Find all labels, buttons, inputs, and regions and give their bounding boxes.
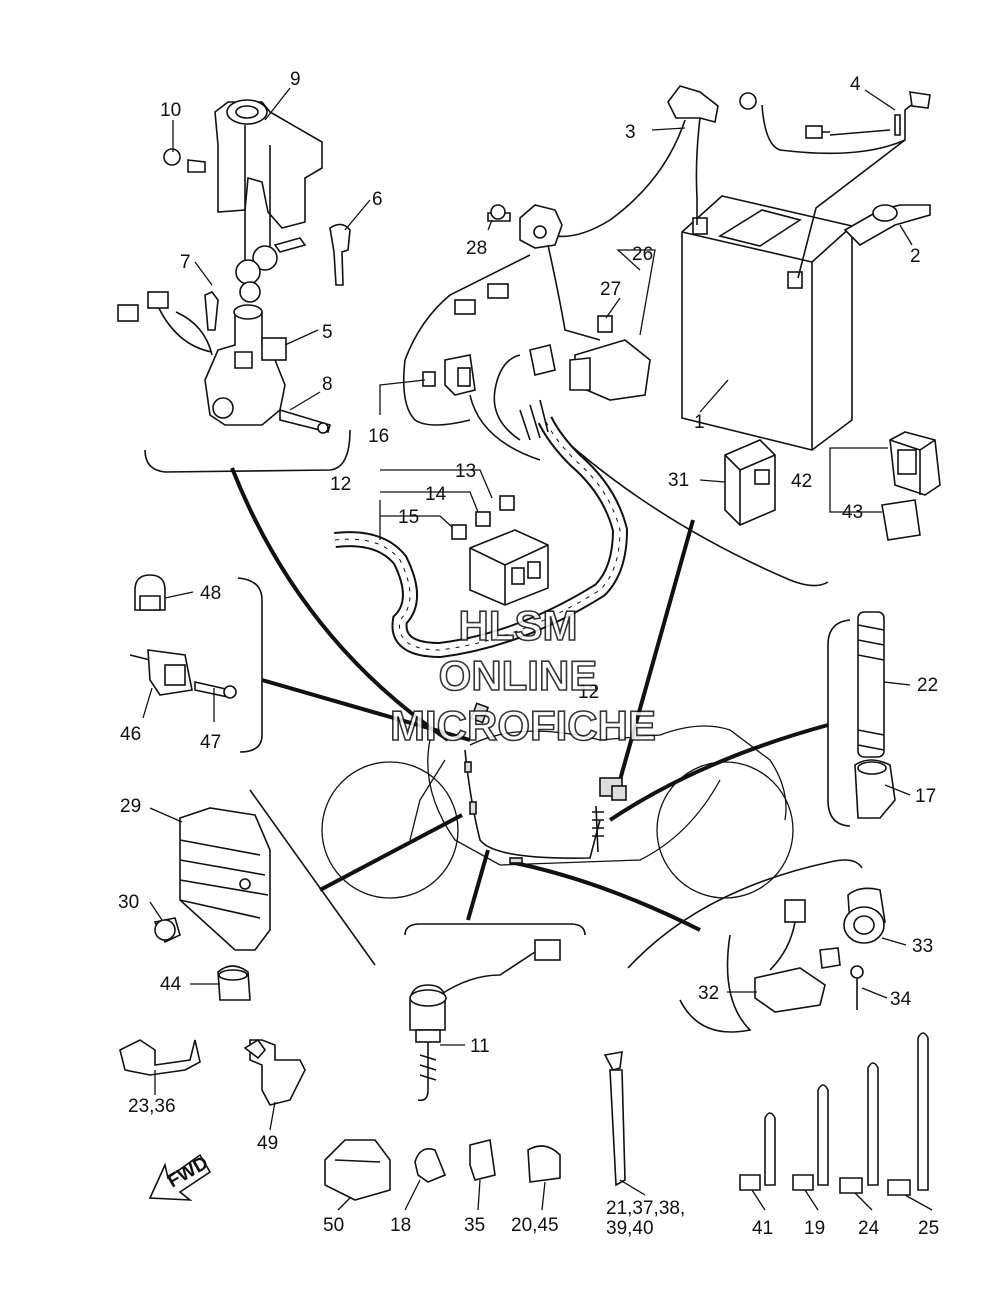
callout-13: 13 — [455, 461, 476, 482]
wire-harness — [334, 399, 629, 659]
callout-31: 31 — [668, 470, 689, 491]
callout-19: 19 — [804, 1218, 825, 1239]
callout-6: 6 — [372, 189, 383, 210]
main-switch-group — [117, 99, 351, 434]
callout-34: 34 — [890, 989, 912, 1010]
callout-8: 8 — [322, 374, 333, 395]
callout-16: 16 — [368, 426, 389, 447]
callout-23-36: 23,36 — [128, 1096, 176, 1117]
callout-29: 29 — [120, 796, 141, 817]
watermark-line-3: MICROFICHE — [390, 702, 656, 749]
callout-48: 48 — [200, 583, 221, 604]
callout-22: 22 — [917, 675, 938, 696]
callout-30: 30 — [118, 892, 139, 913]
battery — [539, 85, 931, 451]
callout-46: 46 — [120, 724, 141, 745]
callout-26: 26 — [632, 244, 653, 265]
stud-group — [854, 611, 896, 819]
watermark: HLSM ONLINE MICROFICHE — [389, 601, 657, 750]
callout-11: 11 — [470, 1036, 490, 1057]
sensor-group — [129, 574, 237, 699]
callout-44: 44 — [160, 974, 182, 995]
rectifier — [153, 807, 271, 1001]
callout-42: 42 — [791, 471, 812, 492]
callout-32: 32 — [698, 983, 719, 1004]
callout-7: 7 — [180, 252, 191, 273]
callout-27: 27 — [600, 279, 621, 300]
watermark-line-1: HLSM — [459, 602, 578, 649]
motorcycle-silhouette — [321, 702, 794, 899]
callout-50: 50 — [323, 1215, 344, 1236]
callout-4: 4 — [850, 74, 861, 95]
callout-14: 14 — [425, 484, 447, 505]
callout-1: 1 — [694, 412, 705, 433]
callout-39-40: 39,40 — [606, 1218, 654, 1239]
callout-35: 35 — [464, 1215, 485, 1236]
watermark-line-2: ONLINE — [439, 652, 598, 699]
callout-24: 24 — [858, 1218, 880, 1239]
starter-relay — [402, 204, 651, 461]
leader-lines — [142, 87, 933, 1211]
callout-49: 49 — [257, 1133, 278, 1154]
callout-12-lower: 12 — [578, 682, 599, 703]
callout-12-upper: 12 — [330, 474, 351, 495]
bands-and-clamps — [119, 1032, 929, 1201]
callout-20-45: 20,45 — [511, 1215, 559, 1236]
callout-21-37-38: 21,37,38, — [606, 1198, 685, 1219]
neutral-switch — [409, 939, 561, 1102]
callout-labels: 1 2 3 4 5 6 7 8 9 10 11 12 12 13 14 15 1… — [118, 69, 939, 1239]
callout-2: 2 — [910, 246, 921, 267]
callout-10: 10 — [160, 100, 181, 121]
callout-25: 25 — [918, 1218, 939, 1239]
fwd-arrow: FWD — [148, 1153, 212, 1201]
ignition-coil — [679, 887, 886, 1033]
callout-41: 41 — [752, 1218, 773, 1239]
callout-18: 18 — [390, 1215, 411, 1236]
callout-43: 43 — [842, 502, 863, 523]
callout-28: 28 — [466, 238, 487, 259]
callout-47: 47 — [200, 732, 221, 753]
callout-3: 3 — [625, 122, 636, 143]
callout-15: 15 — [398, 507, 419, 528]
group-outlines — [144, 424, 863, 969]
callout-17: 17 — [915, 786, 936, 807]
relay-units — [724, 431, 941, 541]
callout-33: 33 — [912, 936, 933, 957]
callout-9: 9 — [290, 69, 301, 90]
callout-5: 5 — [322, 322, 333, 343]
